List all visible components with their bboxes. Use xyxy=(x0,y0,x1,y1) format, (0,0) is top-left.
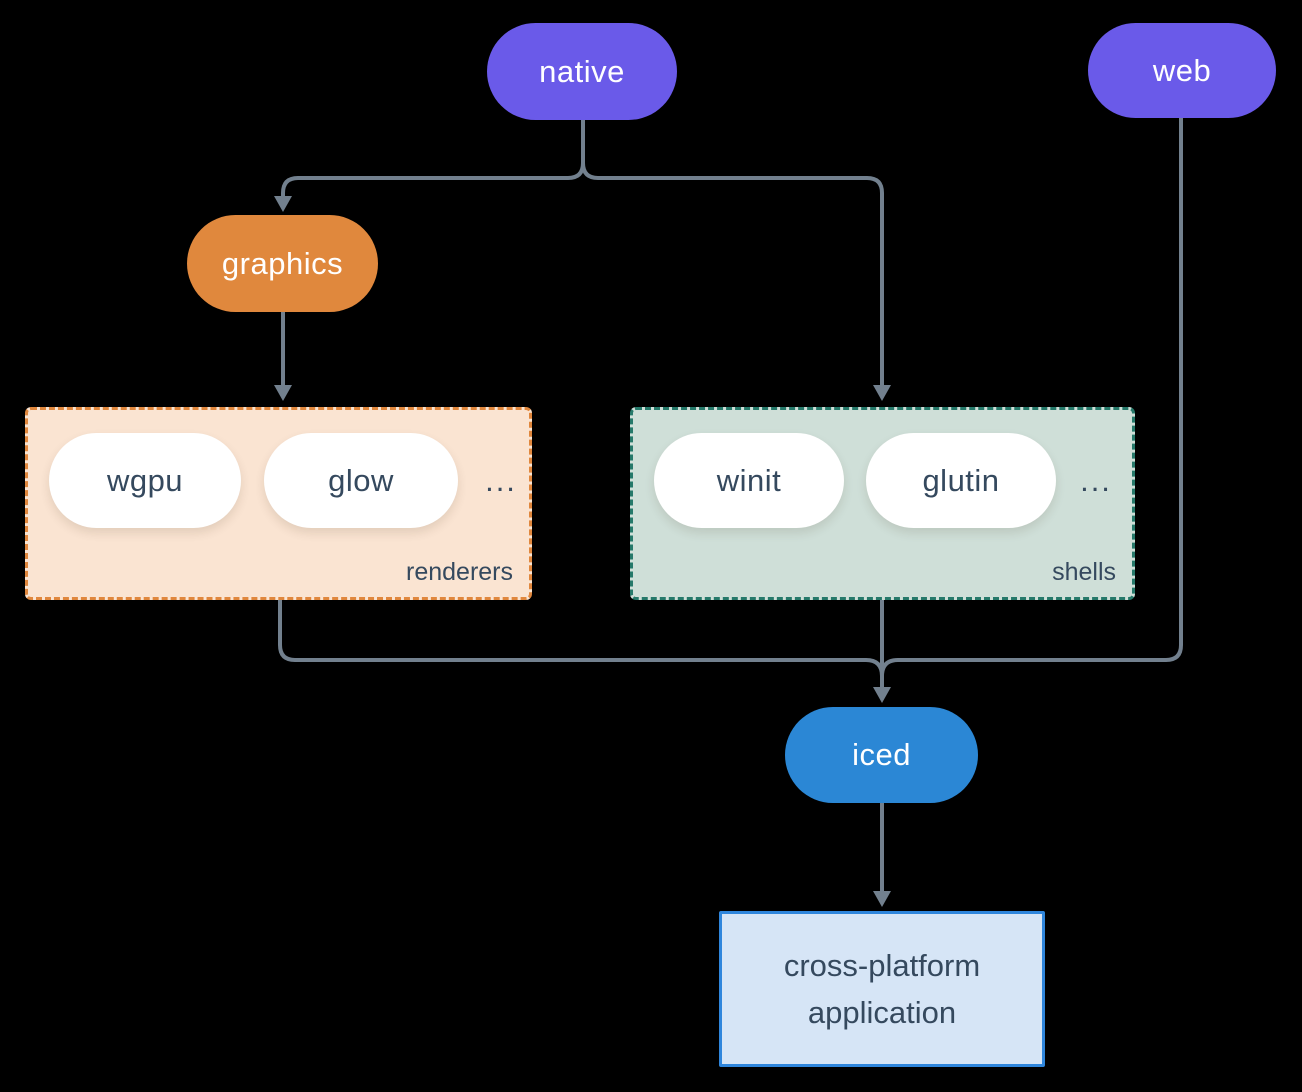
renderers-group-label: renderers xyxy=(406,558,513,586)
edge-native-to-shells xyxy=(581,162,884,386)
node-iced-label: iced xyxy=(852,737,911,772)
node-native: native xyxy=(487,23,677,120)
shells-group-label: shells xyxy=(1052,558,1116,586)
node-glow: glow xyxy=(264,433,458,528)
edge-renderers-to-iced xyxy=(278,600,884,677)
node-iced: iced xyxy=(785,707,978,803)
node-glutin: glutin xyxy=(866,433,1056,528)
node-native-label: native xyxy=(539,53,625,89)
arrowhead-renderers xyxy=(274,385,292,401)
node-winit: winit xyxy=(654,433,844,528)
renderers-ellipsis: ... xyxy=(485,462,517,498)
node-winit-label: winit xyxy=(716,462,782,498)
node-wgpu-label: wgpu xyxy=(106,462,184,498)
arrowhead-application xyxy=(873,891,891,907)
node-graphics-label: graphics xyxy=(221,245,344,281)
group-renderers: wgpu glow ... renderers xyxy=(25,407,532,600)
group-shells: winit glutin ... shells xyxy=(630,407,1135,600)
arrowhead-graphics xyxy=(274,196,292,212)
arrowhead-shells xyxy=(873,385,891,401)
shells-ellipsis: ... xyxy=(1080,462,1112,498)
node-glutin-label: glutin xyxy=(922,462,1000,498)
node-wgpu: wgpu xyxy=(49,433,241,528)
node-web-label: web xyxy=(1152,52,1212,88)
node-glow-label: glow xyxy=(328,462,394,498)
node-web: web xyxy=(1088,23,1276,118)
node-application: cross-platform application xyxy=(719,911,1045,1067)
node-application-label: cross-platform application xyxy=(783,948,981,1030)
node-graphics: graphics xyxy=(187,215,378,312)
edge-native-to-graphics xyxy=(281,120,585,197)
arrowhead-iced xyxy=(873,687,891,703)
